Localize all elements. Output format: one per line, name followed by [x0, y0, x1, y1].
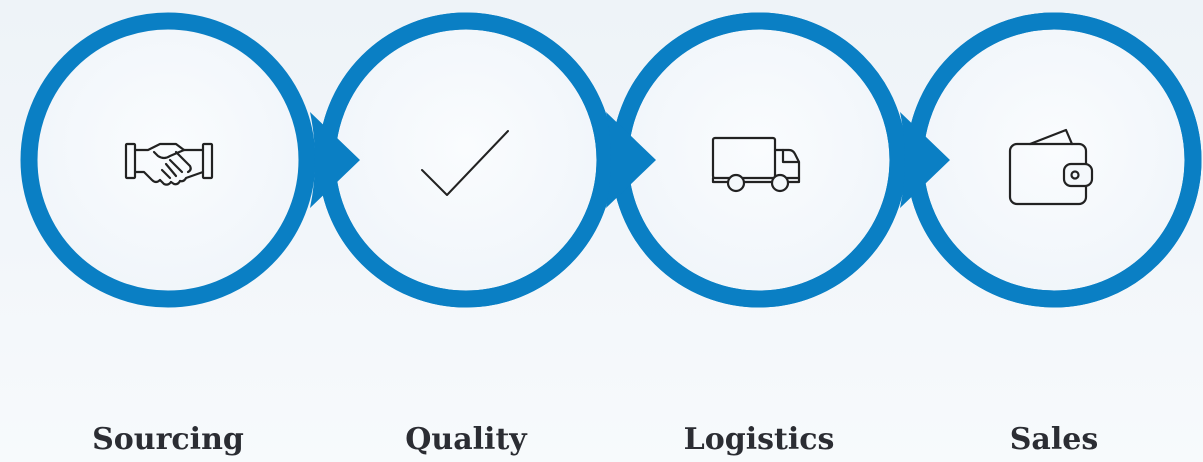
arrow-sourcing-to-quality — [310, 112, 360, 208]
arrow-logistics-to-sales — [900, 112, 950, 208]
process-flow-graphic — [20, 12, 1202, 308]
step-label-sourcing: Sourcing — [92, 422, 244, 457]
ring-sourcing — [20, 12, 316, 308]
inner-sales — [924, 30, 1184, 290]
wallet-icon — [1008, 128, 1094, 206]
step-label-sales: Sales — [1009, 422, 1099, 457]
inner-logistics — [629, 30, 889, 290]
handshake-icon — [124, 142, 214, 186]
checkmark-icon — [421, 130, 509, 196]
step-inner-fills — [38, 30, 1184, 290]
arrow-quality-to-logistics — [606, 112, 656, 208]
step-label-logistics: Logistics — [683, 422, 835, 457]
step-arrows — [310, 112, 950, 208]
inner-quality — [336, 30, 596, 290]
truck-icon — [711, 136, 801, 193]
step-label-quality: Quality — [405, 422, 527, 457]
inner-sourcing — [38, 30, 298, 290]
